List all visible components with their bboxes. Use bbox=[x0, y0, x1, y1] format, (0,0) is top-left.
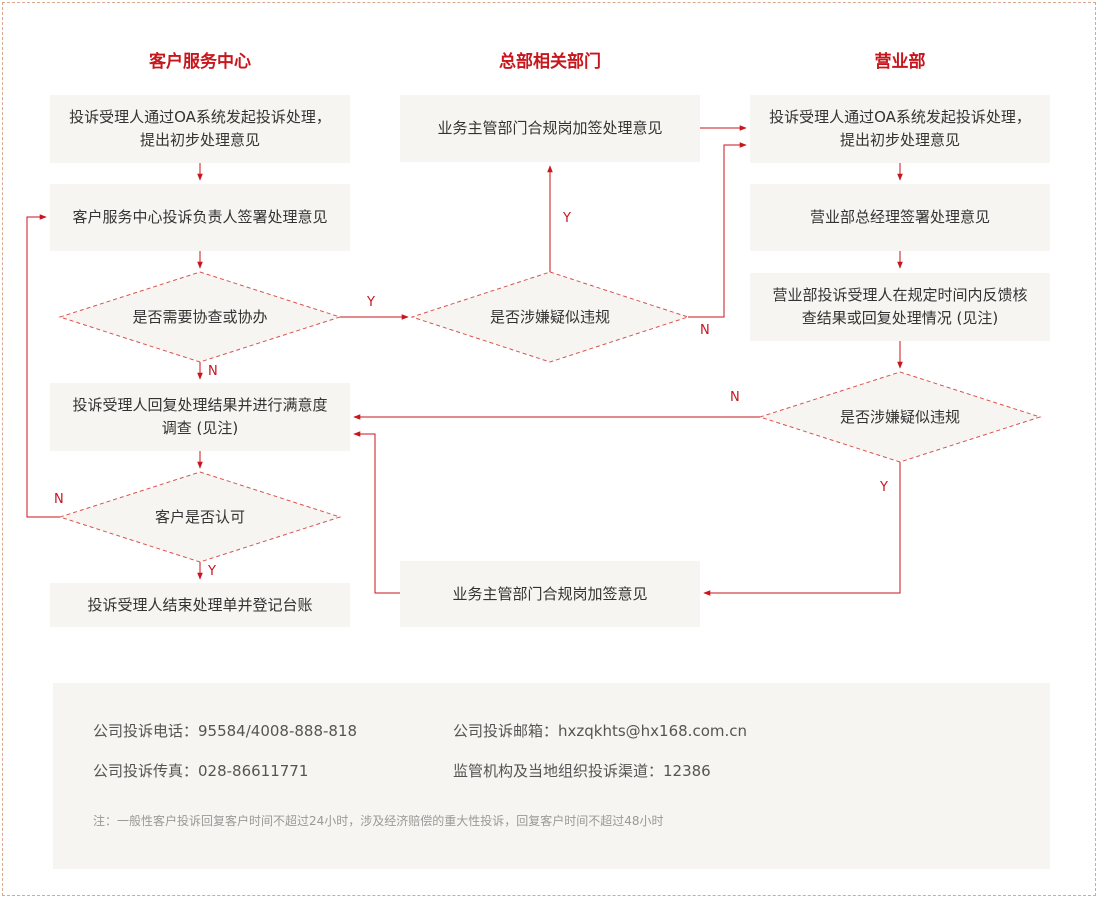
footer-note: 注：一般性客户投诉回复客户时间不超过24小时，涉及经济赔偿的重大性投诉，回复客户… bbox=[93, 814, 664, 828]
label-no-assist: N bbox=[208, 364, 218, 379]
mid-decision-text: 是否涉嫌疑似违规 bbox=[489, 308, 610, 326]
left-sign-box: 客户服务中心投诉负责人签署处理意见 bbox=[50, 184, 350, 251]
regulator-channel: 监管机构及当地组织投诉渠道：12386 bbox=[453, 762, 711, 780]
column-title-branch: 营业部 bbox=[874, 52, 926, 72]
label-yes-accept: Y bbox=[208, 564, 216, 579]
label-yes-violation-mid: Y bbox=[563, 211, 571, 226]
left-end-box: 投诉受理人结束处理单并登记台账 bbox=[50, 583, 350, 627]
column-title-customer-service: 客户服务中心 bbox=[149, 52, 251, 72]
right-start-box: 投诉受理人通过OA系统发起投诉处理，提出初步处理意见 bbox=[750, 95, 1050, 163]
right-feedback-box: 营业部投诉受理人在规定时间内反馈核查结果或回复处理情况 (见注) bbox=[750, 273, 1050, 341]
complaint-email: 公司投诉邮箱：hxzqkhts@hx168.com.cn bbox=[453, 722, 748, 740]
complaint-phone: 公司投诉电话：95584/4008-888-818 bbox=[93, 722, 358, 740]
decision-diamond-violation-mid bbox=[410, 271, 690, 363]
left-decision-accept-text: 客户是否认可 bbox=[154, 508, 245, 526]
mid-bottom-box: 业务主管部门合规岗加签意见 bbox=[400, 561, 700, 627]
label-yes-violation-right: Y bbox=[880, 480, 888, 495]
left-decision-assist-text: 是否需要协查或协办 bbox=[132, 308, 268, 326]
label-no-violation-right: N bbox=[730, 390, 740, 405]
contact-info-panel: 公司投诉电话：95584/4008-888-818 公司投诉邮箱：hxzqkht… bbox=[53, 683, 1050, 869]
label-no-accept: N bbox=[54, 492, 64, 507]
left-start-box: 投诉受理人通过OA系统发起投诉处理，提出初步处理意见 bbox=[50, 95, 350, 163]
label-no-violation-mid: N bbox=[700, 323, 710, 338]
right-decision-text: 是否涉嫌疑似违规 bbox=[839, 408, 960, 426]
right-sign-box: 营业部总经理签署处理意见 bbox=[750, 184, 1050, 251]
mid-top-box: 业务主管部门合规岗加签处理意见 bbox=[400, 95, 700, 162]
left-reply-box: 投诉受理人回复处理结果并进行满意度调查 (见注) bbox=[50, 383, 350, 451]
complaint-fax: 公司投诉传真：028-86611771 bbox=[93, 762, 309, 780]
column-title-headquarters: 总部相关部门 bbox=[499, 52, 601, 72]
label-yes-assist: Y bbox=[367, 295, 375, 310]
